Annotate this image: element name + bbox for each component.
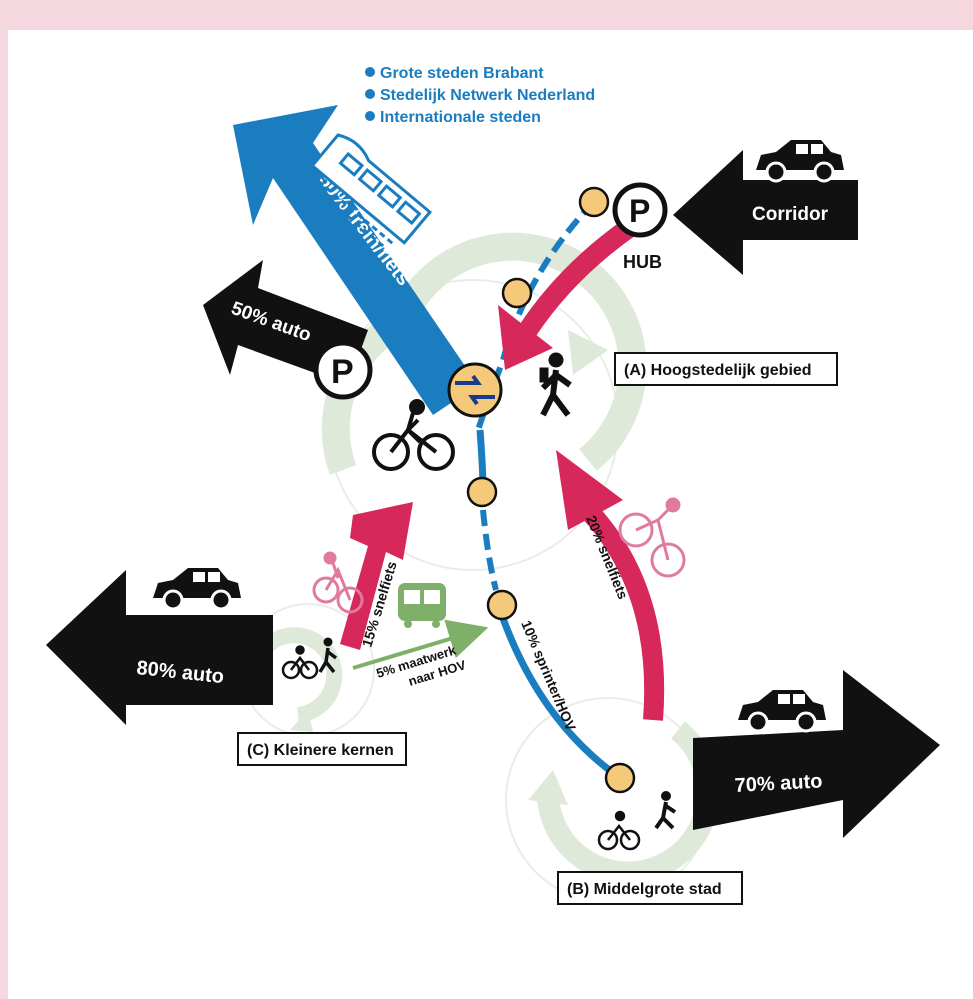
bus-icon (398, 583, 446, 628)
station-dot (501, 277, 533, 309)
mobility-diagram: 50% trein/fiets Grote steden Brabant Ste… (46, 65, 940, 905)
hub-parking-symbol: P (629, 193, 650, 229)
hub-label: HUB (623, 252, 662, 272)
legend-item-stedelijk-netwerk: Stedelijk Netwerk Nederland (380, 87, 595, 104)
area-c-box: (C) Kleinere kernen (237, 732, 407, 766)
bicycle-icon (281, 645, 319, 680)
snelfiets-right-arrow-head (556, 450, 623, 530)
legend: Grote steden Brabant Stedelijk Netwerk N… (365, 65, 595, 126)
rail-line-sprinter (496, 608, 623, 781)
maatwerk-arrow (352, 619, 489, 670)
legend-item-grote-steden: Grote steden Brabant (380, 65, 544, 82)
hub-pink-arrow-head (498, 305, 553, 370)
bicycle-icon (372, 399, 455, 471)
area-c-label: (C) Kleinere kernen (247, 742, 394, 759)
pedestrian-icon (318, 637, 338, 674)
car-icon (756, 140, 844, 183)
pedestrian-icon (654, 791, 677, 830)
legend-bullet (365, 111, 375, 121)
bicycle-icon (597, 810, 641, 851)
hub-pink-arrow-shaft (519, 216, 639, 336)
pedestrian-icon (539, 352, 572, 417)
station-dot (578, 186, 610, 218)
parking-symbol: P (331, 353, 354, 391)
station-dot (486, 589, 518, 621)
car-arrow-right (693, 670, 940, 838)
area-a-box: (A) Hoogstedelijk gebied (614, 352, 838, 386)
corridor-label: Corridor (752, 204, 829, 225)
snelfiets-left-arrow (340, 502, 413, 650)
legend-bullet (365, 67, 375, 77)
corridor-arrow (673, 150, 858, 275)
area-b-label: (B) Middelgrote stad (567, 881, 722, 898)
legend-bullet (365, 89, 375, 99)
car-icon (738, 690, 826, 733)
car-icon (153, 568, 241, 611)
train-arrow (233, 105, 478, 415)
hub-parking-icon: P (612, 182, 668, 238)
rail-line-dashed-mid (480, 509, 499, 591)
snelfiets-right-arrow-shaft (580, 503, 665, 721)
area-a-label: (A) Hoogstedelijk gebied (624, 362, 812, 379)
station-dot (466, 476, 498, 508)
station-dot (604, 762, 636, 794)
bicycle-icon (618, 497, 686, 578)
bicycle-icon (312, 551, 364, 614)
car-arrow-right-label: 70% auto (734, 770, 823, 797)
diagram-canvas: 50% trein/fiets Grote steden Brabant Ste… (8, 30, 973, 999)
legend-item-internationale: Internationale steden (380, 109, 541, 126)
car-arrow-left (46, 570, 273, 725)
ns-logo-icon (447, 362, 503, 418)
area-b-box: (B) Middelgrote stad (557, 871, 743, 905)
parking-icon: P (313, 340, 373, 400)
